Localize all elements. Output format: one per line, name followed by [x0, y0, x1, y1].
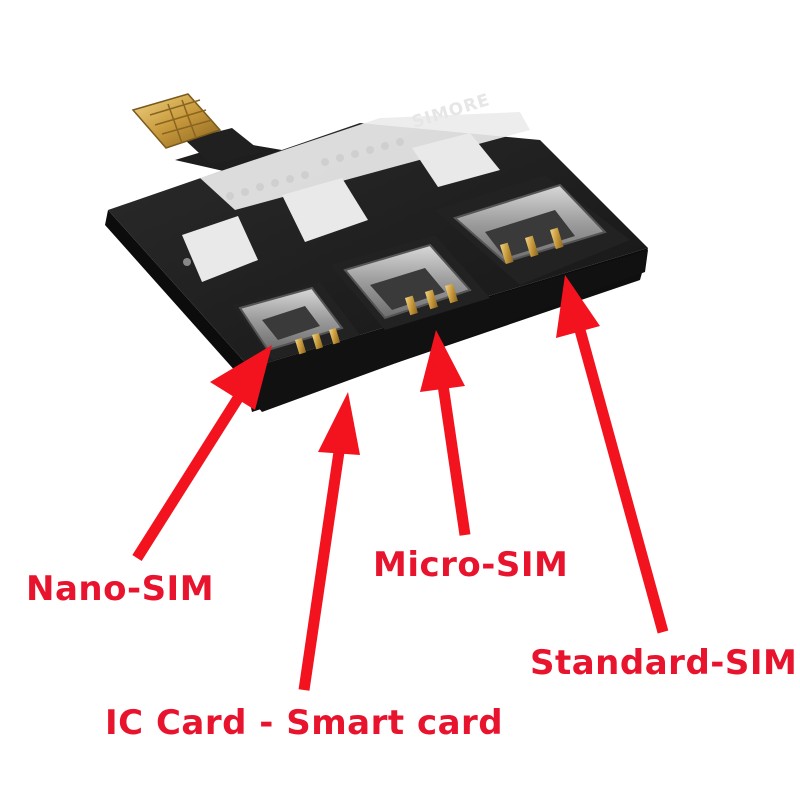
nano-sim-label: Nano-SIM	[26, 569, 215, 609]
micro-sim-slot	[330, 235, 490, 330]
ic-chip-contact-icon	[131, 93, 222, 149]
contact-pads	[182, 133, 500, 282]
nano-sim-slot	[232, 282, 360, 360]
adapter-board-edge	[105, 210, 648, 412]
flex-cable	[175, 128, 282, 172]
arrow-standard-sim-icon	[556, 275, 669, 634]
arrow-ic-card-icon	[298, 392, 360, 691]
connector-dots	[226, 138, 404, 200]
ic-card-label: IC Card - Smart card	[105, 703, 504, 743]
arrow-nano-sim-icon	[132, 345, 272, 561]
standard-sim-slot	[435, 175, 630, 285]
standard-sim-label: Standard-SIM	[530, 643, 798, 683]
micro-sim-label: Micro-SIM	[373, 545, 569, 585]
arrow-micro-sim-icon	[420, 330, 471, 536]
